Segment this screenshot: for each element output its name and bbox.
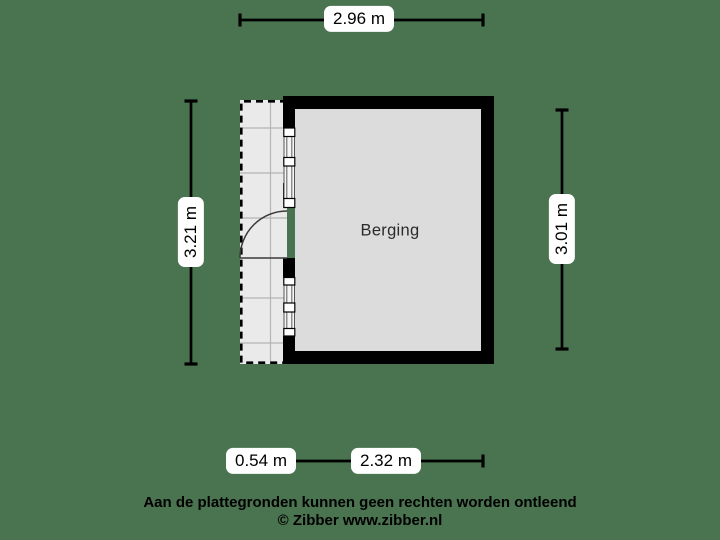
wall-right — [481, 96, 494, 364]
wall-left-segment — [283, 336, 295, 364]
terrace-tile-grid — [240, 100, 287, 364]
door — [239, 210, 288, 259]
window-frame-box — [283, 156, 296, 167]
terrace-dashed-outline — [240, 100, 287, 364]
room-floor — [295, 109, 481, 351]
room-name-label: Berging — [360, 221, 420, 240]
door-swing-arc — [239, 210, 288, 259]
wall-left-segment — [283, 96, 295, 128]
window-frame — [283, 127, 295, 208]
window-upper — [283, 127, 296, 209]
dimension-label-top: 2.96 m — [324, 5, 394, 33]
window-frame-box — [283, 327, 296, 337]
dimension-label-right: 3.01 m — [548, 194, 576, 264]
wall-bottom — [283, 351, 494, 364]
footer-copyright: © Zibber www.zibber.nl — [277, 512, 443, 529]
window-frame-box — [283, 197, 296, 209]
window-frame-box — [283, 127, 296, 138]
footer: Aan de plattegronden kunnen geen rechten… — [0, 494, 720, 529]
footer-disclaimer: Aan de plattegronden kunnen geen rechten… — [143, 494, 577, 511]
dimension-label-left: 3.21 m — [177, 197, 205, 267]
walls — [283, 96, 494, 364]
wall-top — [283, 96, 494, 109]
window-frame-box — [283, 302, 296, 313]
dimension-label-bottom-right: 2.32 m — [351, 447, 421, 475]
wall-left-segment — [283, 258, 295, 278]
window-lower — [283, 276, 296, 337]
dimension-label-bottom-left: 0.54 m — [226, 447, 296, 475]
window-frame-box — [283, 276, 296, 286]
